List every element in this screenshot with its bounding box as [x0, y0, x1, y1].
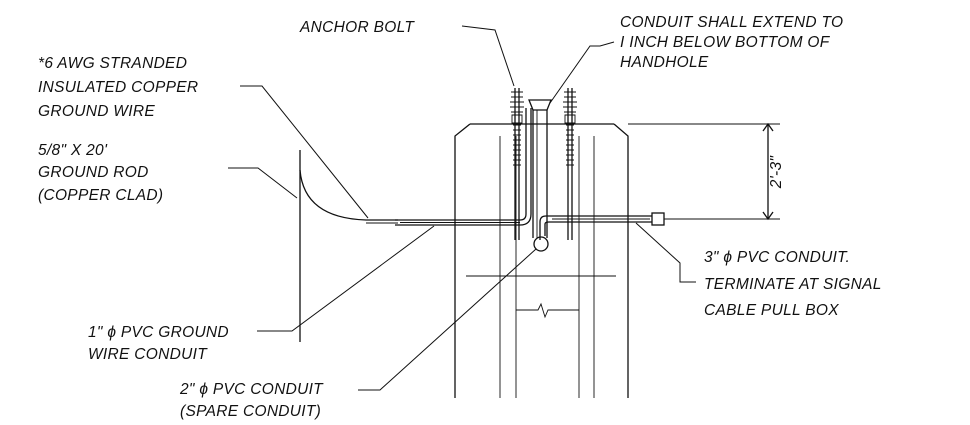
center-vertical-conduit — [528, 99, 552, 238]
dimension-label: 2'-3" — [768, 155, 785, 190]
pvc-3in-conduit — [539, 212, 665, 240]
label-ground-wire-line3: GROUND WIRE — [38, 103, 155, 120]
anchor-bolt-left — [510, 88, 524, 240]
label-pvc-2in-line2: (SPARE CONDUIT) — [180, 403, 321, 420]
label-pvc-1in-line2: WIRE CONDUIT — [88, 346, 208, 363]
label-pvc-3in-line1: 3" ϕ PVC CONDUIT. — [704, 249, 850, 266]
leader-ground-rod — [228, 167, 298, 199]
label-conduit-extend-line2: I INCH BELOW BOTTOM OF — [620, 34, 831, 51]
label-ground-rod-line2: GROUND ROD — [38, 164, 149, 181]
leader-pvc-2in — [358, 248, 537, 391]
label-conduit-extend-line1: CONDUIT SHALL EXTEND TO — [620, 14, 843, 31]
foundation-block — [454, 123, 629, 398]
label-ground-rod-line1: 5/8" X 20' — [38, 142, 108, 159]
spare-conduit-end — [533, 236, 549, 252]
leader-conduit-extend — [549, 41, 615, 104]
label-pvc-3in-line3: CABLE PULL BOX — [704, 302, 839, 319]
ground-wire — [299, 169, 398, 224]
leader-anchor-bolt — [461, 25, 515, 87]
label-conduit-extend-line3: HANDHOLE — [620, 54, 709, 71]
label-pvc-2in-line1: 2" ϕ PVC CONDUIT — [179, 381, 324, 398]
leader-ground-wire — [240, 85, 369, 219]
label-pvc-3in-line2: TERMINATE AT SIGNAL — [704, 276, 882, 293]
label-pvc-1in-line1: 1" ϕ PVC GROUND — [88, 324, 229, 341]
leader-pvc-3in — [635, 222, 696, 283]
dimension-line — [628, 122, 780, 221]
label-anchor-bolt: ANCHOR BOLT — [299, 19, 415, 36]
anchor-bolt-right — [563, 88, 577, 240]
label-ground-wire-line2: INSULATED COPPER — [38, 79, 198, 96]
label-ground-rod-line3: (COPPER CLAD) — [38, 187, 163, 204]
label-ground-wire-line1: *6 AWG STRANDED — [38, 55, 187, 72]
leader-pvc-1in — [257, 225, 435, 332]
pvc-1in-ground-conduit — [395, 108, 532, 226]
